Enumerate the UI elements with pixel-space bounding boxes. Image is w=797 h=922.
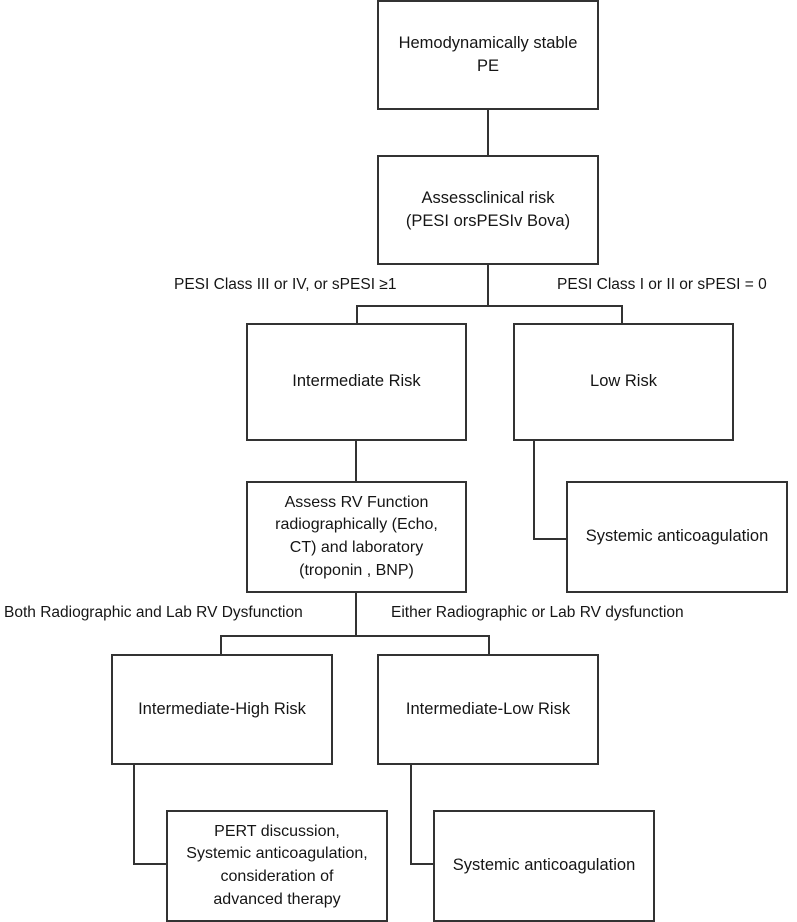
node-intermediate-high-risk: Intermediate-High Risk: [111, 654, 333, 765]
edge-to-intermediate-risk: [356, 305, 358, 323]
edge-low-risk-to-treatment-horizontal: [533, 538, 568, 540]
node-hemodynamically-stable-pe: Hemodynamically stable PE: [377, 0, 599, 110]
edge-to-low-risk: [621, 305, 623, 323]
edge-intermediate-high-to-treatment-vertical: [133, 765, 135, 865]
edge-root-to-assess-clinical-risk: [487, 110, 489, 155]
node-low-risk: Low Risk: [513, 323, 734, 441]
node-low-risk-treatment: Systemic anticoagulation: [566, 481, 788, 593]
node-assess-rv-function: Assess RV Function radiographically (Ech…: [246, 481, 467, 593]
edge-assess-risk-stem: [487, 265, 489, 307]
node-intermediate-high-treatment: PERT discussion, Systemic anticoagulatio…: [166, 810, 388, 922]
edge-to-intermediate-high-risk: [220, 635, 222, 654]
edge-clinical-risk-split-bar: [356, 305, 623, 307]
node-intermediate-low-treatment: Systemic anticoagulation: [433, 810, 655, 922]
node-assess-clinical-risk: Assessclinical risk (PESI orsPESIv Bova): [377, 155, 599, 265]
edge-label-to-intermediate-low-risk: Either Radiographic or Lab RV dysfunctio…: [391, 604, 684, 621]
node-intermediate-risk: Intermediate Risk: [246, 323, 467, 441]
edge-label-to-low-risk: PESI Class I or II or sPESI = 0: [557, 276, 767, 293]
edge-label-to-intermediate-high-risk: Both Radiographic and Lab RV Dysfunction: [4, 604, 303, 621]
node-intermediate-low-risk: Intermediate-Low Risk: [377, 654, 599, 765]
edge-rv-split-bar: [220, 635, 490, 637]
edge-intermediate-high-to-treatment-horizontal: [133, 863, 168, 865]
edge-label-to-intermediate-risk: PESI Class III or IV, or sPESI ≥1: [174, 276, 397, 293]
edge-assess-rv-stem: [355, 593, 357, 637]
edge-intermediate-low-to-treatment-horizontal: [410, 863, 435, 865]
edge-to-intermediate-low-risk: [488, 635, 490, 654]
edge-intermediate-low-to-treatment-vertical: [410, 765, 412, 865]
edge-intermediate-risk-to-assess-rv: [355, 441, 357, 481]
edge-low-risk-to-treatment-vertical: [533, 441, 535, 540]
